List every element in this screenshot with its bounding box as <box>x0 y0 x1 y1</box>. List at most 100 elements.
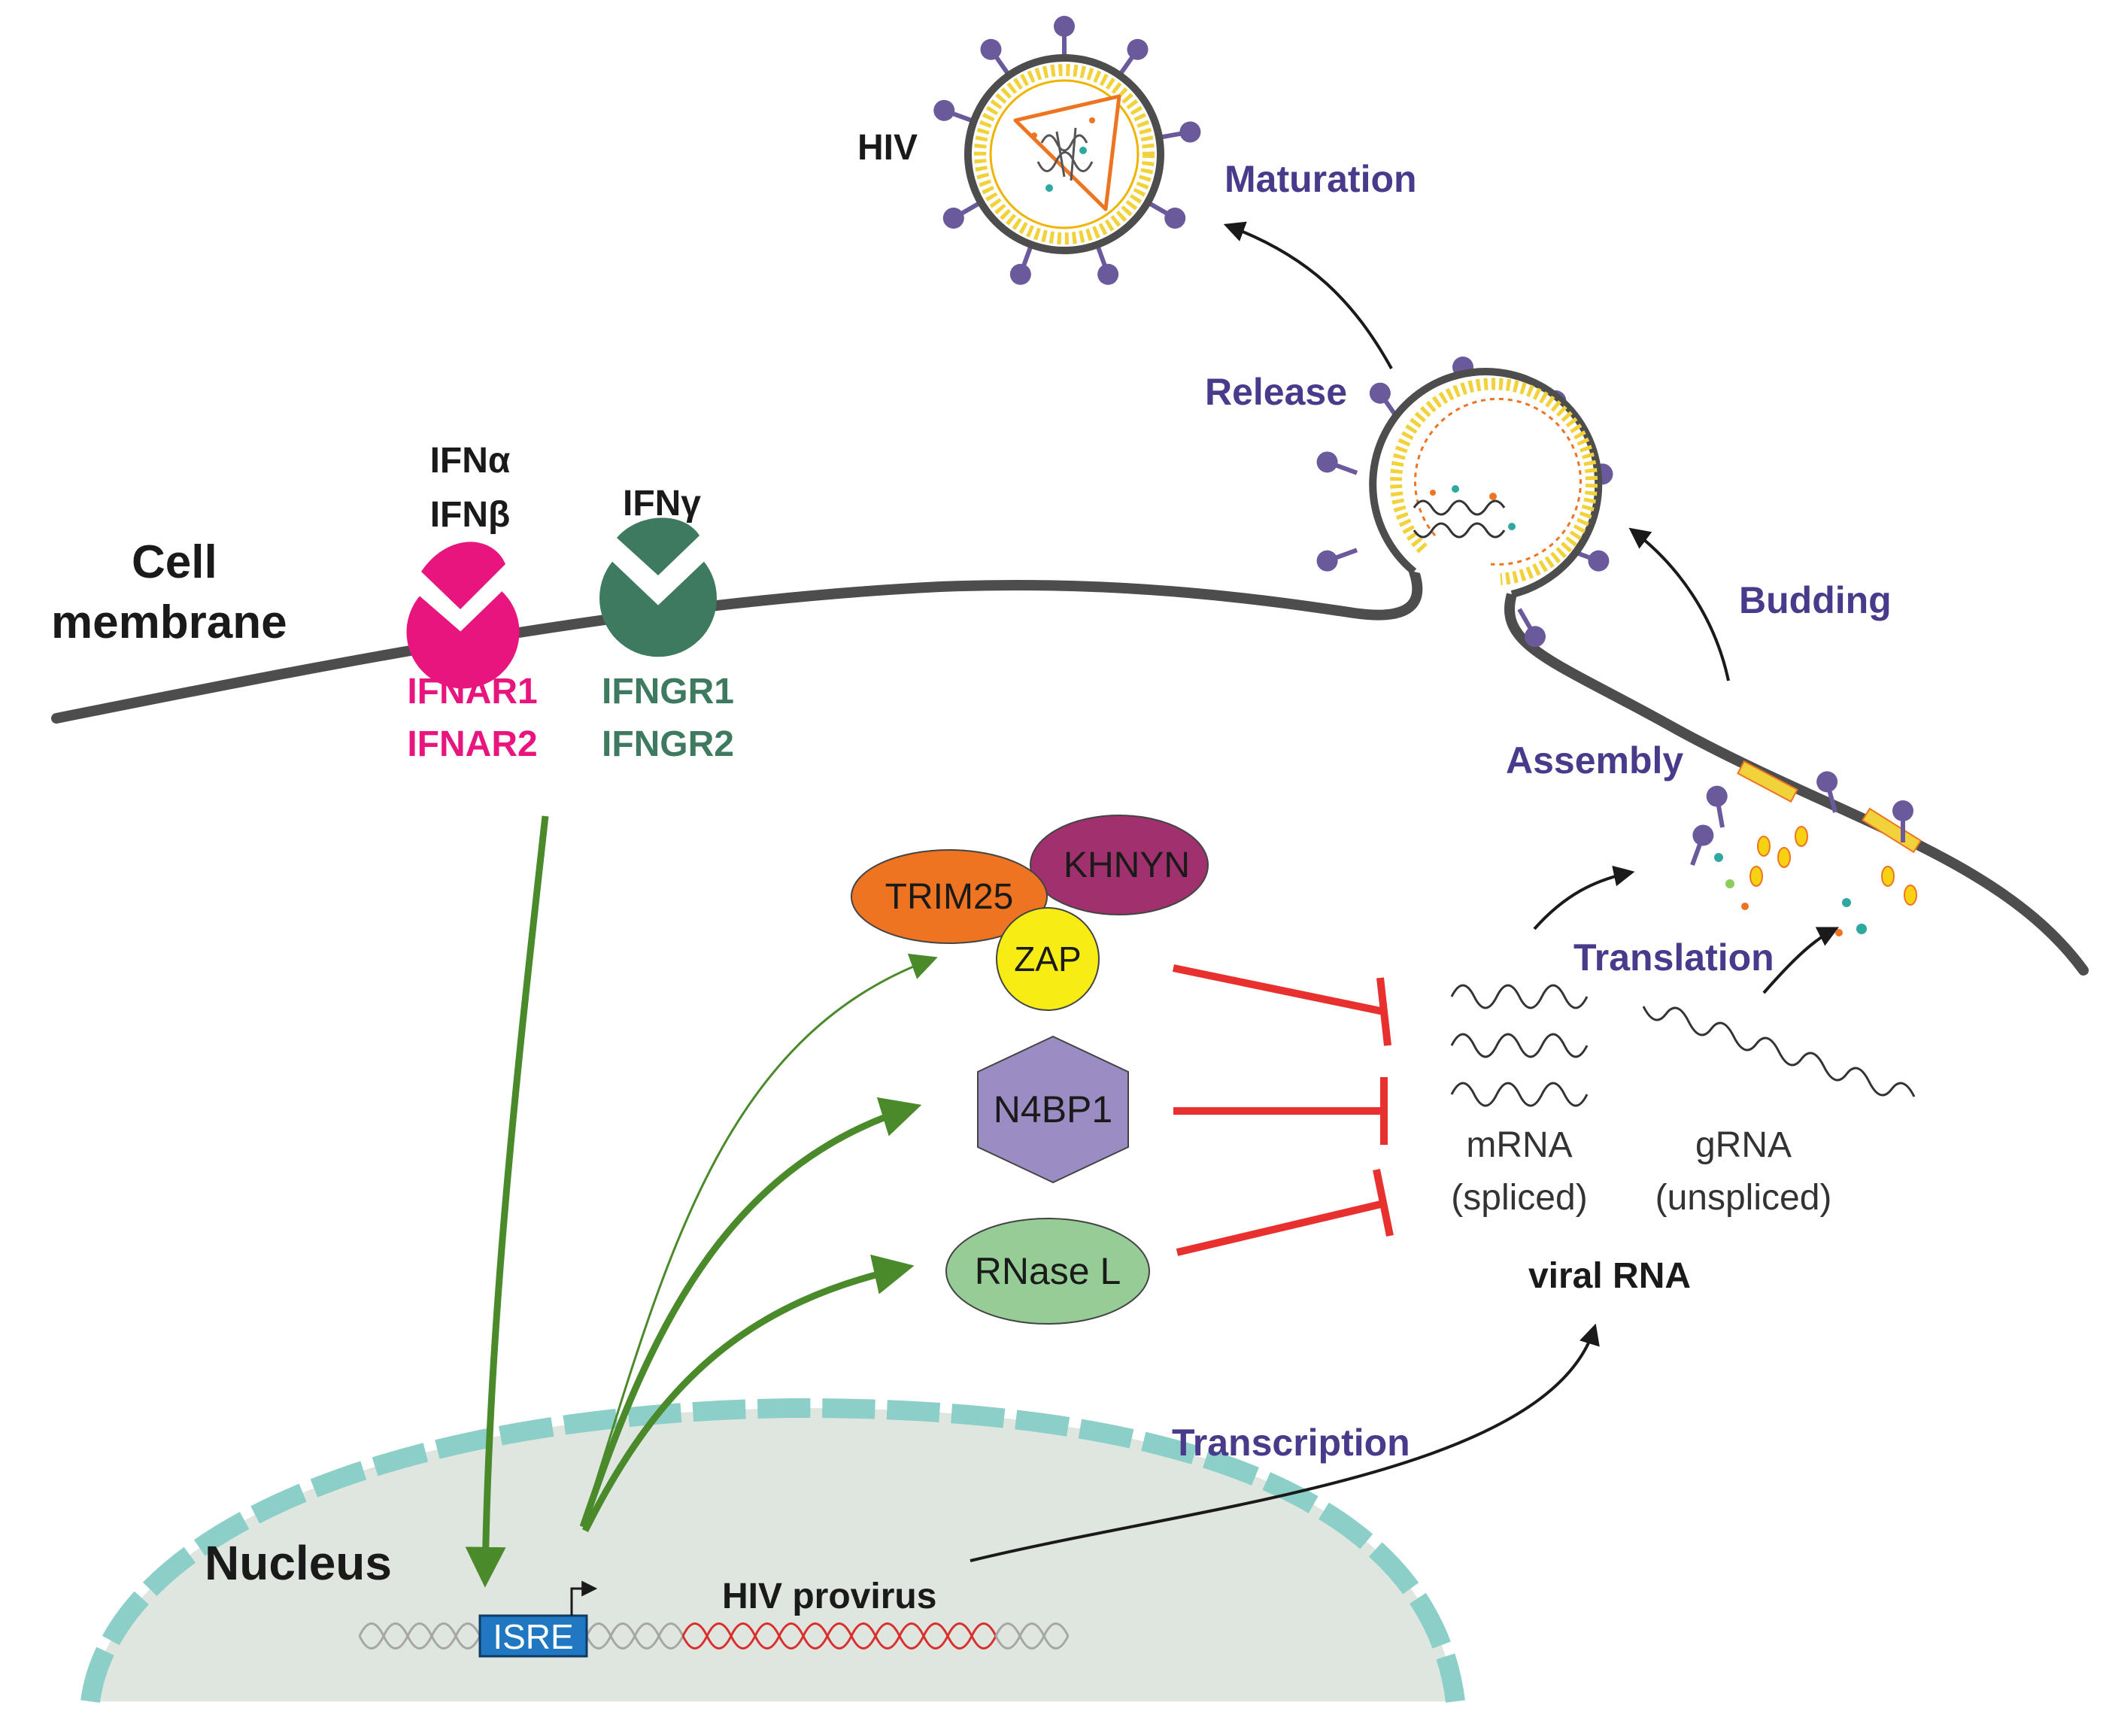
env-spike <box>1690 824 1714 866</box>
budding-inner-layer <box>1414 397 1583 566</box>
khnyn-protein <box>1030 815 1209 915</box>
budding-outer-membrane <box>1369 368 1603 598</box>
step-maturation: Maturation <box>1224 158 1417 200</box>
budding-genome <box>1413 499 1506 539</box>
dna-helix-strand <box>358 1633 481 1650</box>
inhibition-n4bp1 <box>1173 1077 1388 1145</box>
assembly-site <box>1690 760 1922 936</box>
cell-membrane-label-line1: Cell <box>132 536 217 588</box>
hiv-label: HIV <box>857 128 918 168</box>
inhibition-rnase-l <box>1176 1168 1394 1256</box>
step-budding: Budding <box>1739 579 1892 621</box>
nucleus-label: Nucleus <box>205 1536 392 1590</box>
env-spike <box>942 200 982 229</box>
env-spike <box>1706 785 1728 828</box>
budding-arrow <box>1628 527 1730 681</box>
ifngr-receptor-body <box>599 557 718 657</box>
n4bp1-label: N4BP1 <box>994 1088 1112 1131</box>
mrna-sub-label: (spliced) <box>1451 1178 1587 1218</box>
step-transcription: Transcription <box>1172 1422 1410 1464</box>
mrna-wavy-lines <box>1450 984 1589 1107</box>
ifnar-ligand <box>421 542 505 609</box>
env-spike <box>1117 38 1149 77</box>
mature-hiv-virion <box>933 16 1201 285</box>
virion-envelope-spikes <box>933 16 1201 285</box>
env-spike <box>980 38 1012 77</box>
env-spike <box>1517 608 1546 648</box>
budding-lipid-layer <box>1390 378 1598 585</box>
trim25-protein <box>851 849 1048 944</box>
ifnar-receptor <box>406 542 520 689</box>
ifngr2-label: IFNGR2 <box>602 724 734 764</box>
ifngr-receptor <box>599 517 718 657</box>
dna-helix-strand <box>681 1622 997 1639</box>
ifnar1-label: IFNAR1 <box>407 672 537 712</box>
ifngr-ligand <box>617 517 699 575</box>
n4bp1-hexagon <box>977 1035 1129 1184</box>
assembly-gag-layer-1 <box>1737 760 1798 803</box>
transcription-start-arrow <box>570 1580 598 1616</box>
ifnar2-label: IFNAR2 <box>407 724 537 764</box>
zap-protein <box>996 907 1100 1011</box>
dna-helix-strand <box>358 1622 481 1639</box>
isre-to-zap-arrow <box>581 953 938 1524</box>
assembly-gag-proteins <box>1714 826 1917 936</box>
env-spike <box>1054 16 1075 58</box>
step-translation: Translation <box>1573 936 1774 979</box>
dna-helix-strand <box>585 1633 684 1650</box>
dna-strand <box>358 1622 1070 1650</box>
virion-lipid-layer <box>974 64 1155 244</box>
n4bp1-protein: N4BP1 <box>977 1035 1129 1184</box>
dna-helix-strand <box>681 1633 997 1650</box>
isre-element: ISRE <box>478 1614 588 1658</box>
env-spike <box>933 99 975 124</box>
env-spike <box>1316 451 1358 475</box>
ifngr1-label: IFNGR1 <box>602 672 734 712</box>
grna-wavy-line <box>1642 1006 1916 1097</box>
rnase-l-ellipse <box>945 1218 1150 1325</box>
env-spike <box>1816 771 1838 813</box>
mrna-label: mRNA <box>1466 1125 1572 1165</box>
translation-arrow-mrna <box>1533 865 1635 930</box>
env-spike <box>1369 382 1400 420</box>
dna-helix-strand <box>994 1622 1070 1639</box>
grna-label: gRNA <box>1695 1125 1792 1165</box>
env-spike <box>1892 800 1913 842</box>
virion-genome <box>1036 127 1094 181</box>
env-spike <box>1094 244 1119 285</box>
rnase-l-label: RNase L <box>975 1250 1121 1292</box>
budding-virion <box>1316 357 1613 648</box>
ifn-alpha-label: IFNα <box>430 441 511 481</box>
transcription-arrow <box>970 1323 1600 1562</box>
cell-membrane-label-line2: membrane <box>51 596 287 648</box>
env-spike <box>1146 200 1186 229</box>
cell-membrane <box>51 566 2089 976</box>
viral-rna-label: viral RNA <box>1528 1256 1691 1296</box>
release-arrow <box>1223 221 1393 369</box>
nucleus <box>80 1398 1465 1703</box>
trim25-label: TRIM25 <box>885 877 1014 917</box>
translation-arrow-grna <box>1762 927 1840 994</box>
assembly-gag-layer-2 <box>1861 807 1922 854</box>
isre-box <box>478 1614 588 1658</box>
step-release: Release <box>1205 371 1347 413</box>
ifnar-receptor-body <box>406 587 520 689</box>
ifn-gamma-label: IFNγ <box>623 484 701 524</box>
step-assembly: Assembly <box>1506 739 1683 782</box>
isre-to-n4bp1-arrow <box>579 1097 922 1528</box>
ifn-signal-arrow <box>465 815 549 1588</box>
inhibition-zap <box>1172 964 1391 1046</box>
env-spike <box>1158 121 1201 143</box>
zap-label: ZAP <box>1014 939 1081 979</box>
ifngr-ligand-outline <box>607 548 709 605</box>
nuclear-envelope <box>80 1398 1465 1703</box>
env-spike <box>1316 548 1358 572</box>
rnase-l-protein: RNase L <box>945 1218 1150 1325</box>
khnyn-label: KHNYN <box>1064 845 1190 885</box>
env-spike <box>1009 244 1034 285</box>
nucleus-body <box>90 1407 1455 1701</box>
trim25-khnyn-zap-complex: KHNYN TRIM25 ZAP <box>851 815 1209 1011</box>
isre-to-rnase-l-arrow <box>581 1254 915 1533</box>
dna-helix-strand <box>994 1633 1070 1650</box>
